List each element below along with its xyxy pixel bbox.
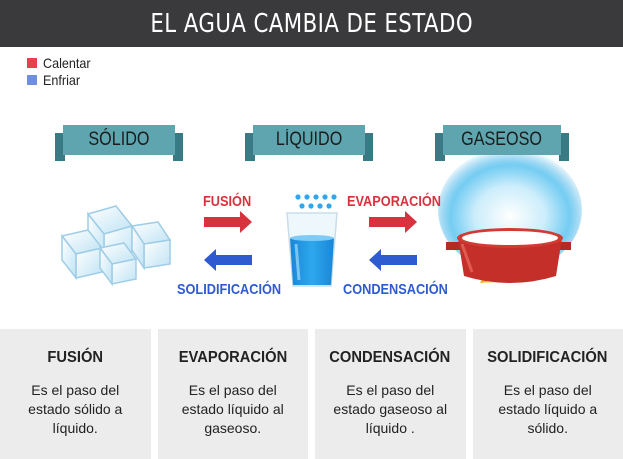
legend-label-cool: Enfriar [43,71,81,88]
diagram-graphics [60,148,582,287]
card-solidification: SOLIDIFICACIÓN Es el paso del estado líq… [472,329,623,459]
card-text: Es el paso del estado sólido a líquido. [28,382,123,436]
legend-item-cool: Enfriar [27,71,96,88]
process-label-condensation: CONDENSACIÓN [343,281,448,298]
evaporation-arrow-icon [369,211,417,233]
solidification-arrow-icon [204,249,252,271]
card-text: Es el paso del estado líquido al gaseoso… [181,382,284,436]
card-fusion: FUSIÓN Es el paso del estado sólido a lí… [0,329,151,459]
card-title: FUSIÓN [47,349,104,366]
state-label-solid: SÓLIDO [55,125,183,161]
legend-label-heat: Calentar [43,54,91,71]
fusion-arrow-icon [204,211,252,233]
process-label-fusion: FUSIÓN [203,193,252,210]
definition-cards: FUSIÓN Es el paso del estado sólido a lí… [0,329,623,459]
state-label-gas: GASEOSO [435,125,569,161]
state-label-liquid: LÍQUIDO [245,125,373,161]
page-title: EL AGUA CAMBIA DE ESTADO [150,8,473,39]
state-text-gas: GASEOSO [461,129,543,150]
legend: Calentar Enfriar [27,54,96,88]
legend-swatch-heat [27,57,37,68]
card-title: SOLIDIFICACIÓN [487,349,608,366]
glass-icon [286,212,338,287]
state-text-liquid: LÍQUIDO [275,129,343,150]
card-evaporation: EVAPORACIÓN Es el paso del estado líquid… [157,329,308,459]
process-label-solidification: SOLIDIFICACIÓN [177,281,282,298]
state-text-solid: SÓLIDO [88,129,150,150]
boiling-pot-icon [446,228,571,283]
legend-item-heat: Calentar [27,54,96,71]
legend-swatch-cool [27,74,37,85]
card-condensation: CONDENSACIÓN Es el paso del estado gaseo… [315,329,466,459]
card-title: CONDENSACIÓN [329,349,451,366]
condensation-arrow-icon [369,249,417,271]
ice-cubes-icon [60,205,172,287]
card-text: Es el paso del estado gaseoso al líquido… [333,382,448,436]
process-label-evaporation: EVAPORACIÓN [347,193,441,210]
title-bar: EL AGUA CAMBIA DE ESTADO [0,0,623,47]
card-text: Es el paso del estado líquido a sólido. [498,382,598,436]
card-title: EVAPORACIÓN [178,349,288,366]
